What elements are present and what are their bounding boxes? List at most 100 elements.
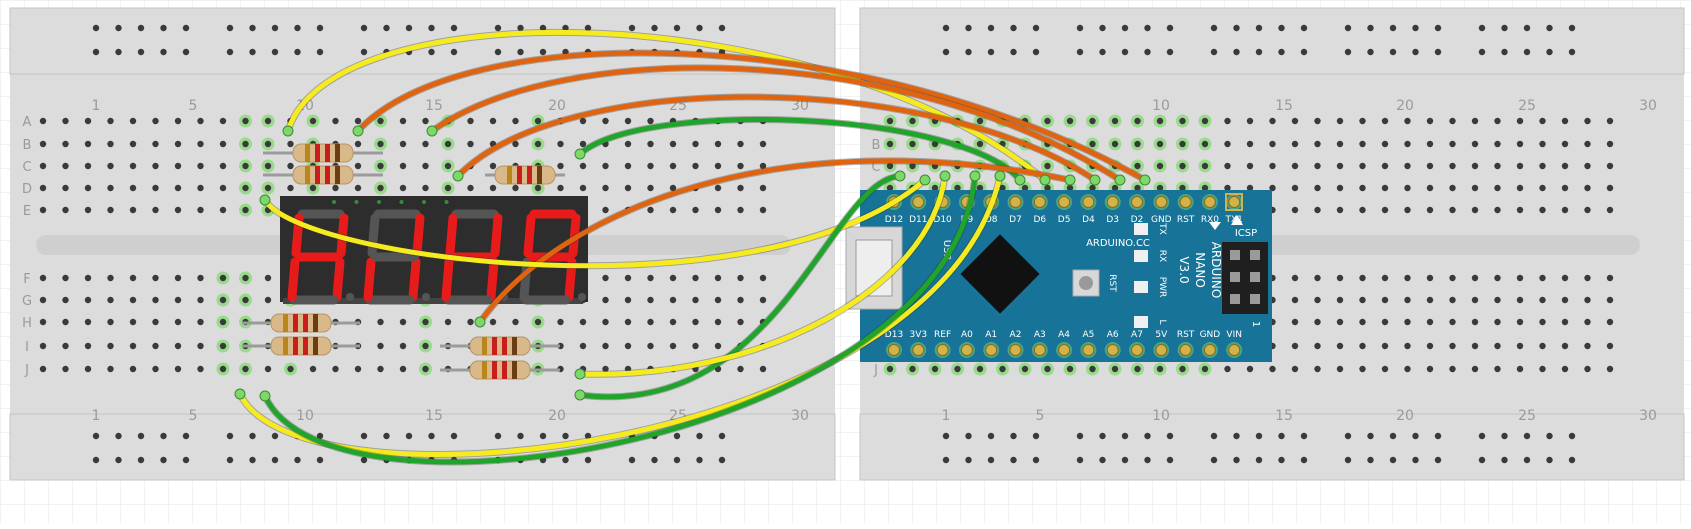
- terminal-hole: [1156, 140, 1164, 148]
- terminal-hole: [1539, 184, 1546, 192]
- pin-label-rst: RST: [1177, 215, 1195, 225]
- rail-hole: [1523, 48, 1531, 56]
- pin-label-a5: A5: [1082, 330, 1094, 340]
- pin-pad: [912, 344, 925, 356]
- column-label-bottom: 10: [296, 408, 314, 424]
- terminal-hole: [1291, 365, 1299, 373]
- rail-hole: [1144, 432, 1151, 440]
- terminal-hole: [1134, 140, 1141, 148]
- terminal-hole: [669, 206, 677, 214]
- wire-end: [1014, 174, 1026, 186]
- terminal-hole: [1291, 140, 1299, 148]
- resistor-band: [325, 166, 330, 184]
- terminal-hole: [444, 184, 452, 192]
- terminal-hole: [714, 206, 722, 214]
- rail-hole: [1010, 24, 1017, 32]
- resistor-band: [492, 361, 497, 379]
- row-label-e: E: [23, 204, 31, 219]
- terminal-hole: [152, 117, 159, 125]
- terminal-hole: [354, 365, 362, 373]
- terminal-hole: [1426, 140, 1434, 148]
- terminal-hole: [579, 184, 587, 192]
- terminal-hole: [1404, 206, 1411, 214]
- rail-hole: [1233, 456, 1240, 464]
- pin-pad: [1058, 196, 1071, 208]
- terminal-hole: [242, 296, 249, 304]
- terminal-hole: [1224, 365, 1231, 373]
- terminal-hole: [602, 117, 609, 125]
- terminal-hole: [84, 162, 92, 170]
- rail-hole: [1210, 24, 1218, 32]
- terminal-hole: [1426, 365, 1434, 373]
- terminal-hole: [1336, 117, 1344, 125]
- terminal-hole: [1066, 117, 1074, 125]
- terminal-hole: [909, 162, 916, 170]
- terminal-hole: [399, 162, 407, 170]
- rail-hole: [517, 24, 524, 32]
- terminal-hole: [1606, 162, 1614, 170]
- terminal-hole: [579, 318, 587, 326]
- terminal-hole: [1449, 206, 1456, 214]
- terminal-hole: [219, 140, 227, 148]
- decimal-point: [422, 293, 430, 301]
- terminal-hole: [1359, 162, 1366, 170]
- pin-label-a2: A2: [1010, 330, 1022, 340]
- segment-e: [363, 257, 376, 302]
- terminal-hole: [219, 117, 227, 125]
- terminal-hole: [354, 162, 362, 170]
- terminal-hole: [669, 184, 677, 192]
- resistor-group: [242, 143, 565, 380]
- pin-pad: [1179, 196, 1192, 208]
- terminal-hole: [1471, 296, 1479, 304]
- rail-hole: [383, 432, 390, 440]
- terminal-hole: [1246, 140, 1254, 148]
- resistor-band: [482, 361, 487, 379]
- board-name-line: ARDUINO: [1209, 242, 1223, 299]
- terminal-hole: [1044, 117, 1051, 125]
- terminal-hole: [1449, 318, 1456, 326]
- resistor-band: [335, 166, 340, 184]
- resistor-band: [305, 166, 310, 184]
- icsp-pin: [1250, 250, 1260, 260]
- terminal-hole: [1449, 162, 1456, 170]
- terminal-hole: [1381, 342, 1389, 350]
- rail-hole: [249, 432, 256, 440]
- terminal-hole: [1426, 274, 1434, 282]
- rail-hole: [1501, 24, 1508, 32]
- rail-hole: [1099, 456, 1106, 464]
- rail-hole: [1121, 48, 1129, 56]
- terminal-hole: [1471, 117, 1479, 125]
- pin-pad: [985, 344, 998, 356]
- rail-hole: [1412, 24, 1419, 32]
- rail-hole: [539, 432, 547, 440]
- segment-e: [287, 257, 300, 302]
- resistor-band: [313, 337, 318, 355]
- icsp-pin: [1230, 250, 1240, 260]
- terminal-hole: [489, 184, 497, 192]
- rail-hole: [965, 24, 972, 32]
- terminal-hole: [287, 184, 294, 192]
- terminal-hole: [377, 365, 384, 373]
- resistor-band: [293, 314, 298, 332]
- wire-end: [894, 170, 906, 182]
- terminal-hole: [39, 274, 47, 282]
- rail-hole: [450, 48, 458, 56]
- rail-hole: [115, 24, 122, 32]
- terminal-hole: [647, 140, 654, 148]
- rail-hole: [1166, 432, 1174, 440]
- terminal-hole: [467, 117, 474, 125]
- terminal-hole: [152, 206, 159, 214]
- terminal-hole: [399, 318, 407, 326]
- terminal-hole: [467, 140, 474, 148]
- pin-pad: [1082, 344, 1095, 356]
- display-pin-marker: [422, 200, 426, 204]
- pin-label-a1: A1: [985, 330, 997, 340]
- row-label-j: J: [873, 363, 878, 378]
- terminal-hole: [714, 342, 722, 350]
- column-label-top: 15: [425, 98, 443, 114]
- wire-end: [426, 125, 438, 137]
- rail-hole: [1099, 432, 1106, 440]
- terminal-hole: [1584, 162, 1591, 170]
- pin-pad: [1131, 196, 1143, 208]
- terminal-hole: [1494, 274, 1501, 282]
